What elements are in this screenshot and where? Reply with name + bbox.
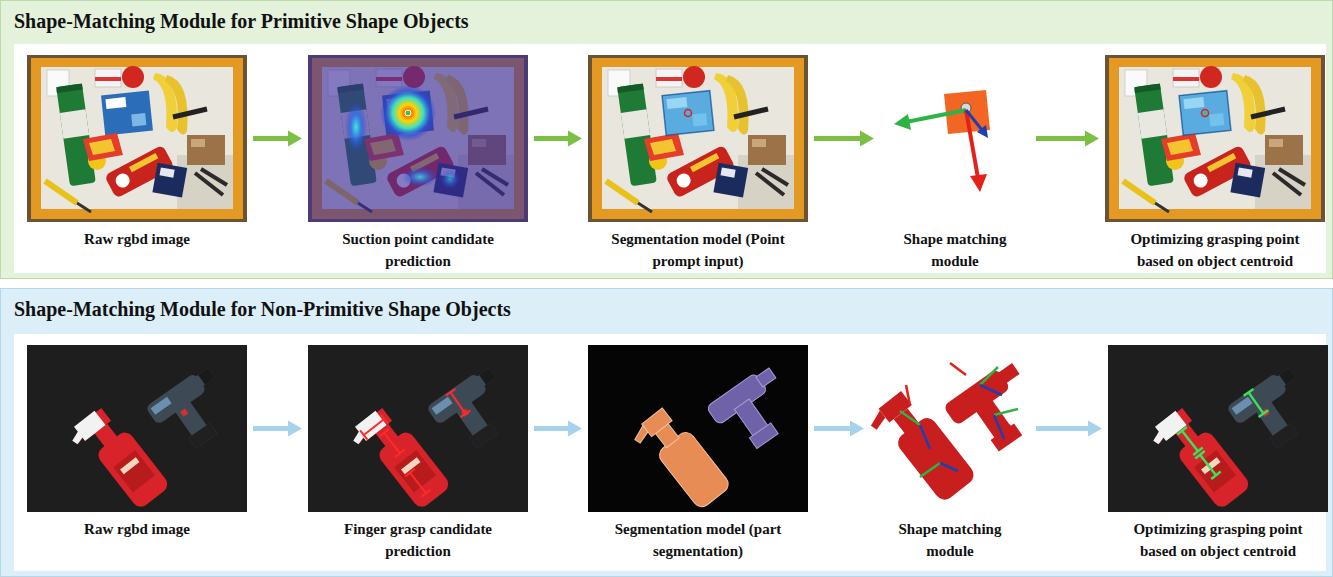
flow-arrow (534, 421, 582, 437)
stage-panel: Raw rgbd image (27, 345, 247, 540)
band-title: Shape-Matching Module for Primitive Shap… (14, 10, 1319, 33)
module-band: Shape-Matching Module for Primitive Shap… (0, 0, 1333, 279)
stage-panel: Raw rgbd image (27, 55, 247, 250)
flow-arrow (1036, 131, 1099, 147)
module-band: Shape-Matching Module for Non-Primitive … (0, 288, 1333, 577)
flow-arrow (1036, 421, 1102, 437)
band-title: Shape-Matching Module for Non-Primitive … (14, 298, 1319, 321)
stage-panel: Shape matching module (880, 55, 1030, 272)
flow-arrow (253, 421, 302, 437)
flow-arrow (534, 131, 582, 147)
stage-panel: Optimizing grasping point based on objec… (1108, 345, 1328, 562)
stage-panel: Segmentation model (Point prompt input) (588, 55, 808, 272)
stage-panel: Shape matching module (870, 345, 1030, 562)
stage-caption: Segmentation model (Point prompt input) (588, 228, 808, 272)
stage-caption: Optimizing grasping point based on objec… (1108, 518, 1328, 562)
stage-panel: Suction point candidate prediction (308, 55, 528, 272)
stage-caption: Finger grasp candidate prediction (308, 518, 528, 562)
stage-caption: Shape matching module (880, 228, 1030, 272)
stage-panel: Finger grasp candidate prediction (308, 345, 528, 562)
flow-arrow (253, 131, 302, 147)
stage-caption: Optimizing grasping point based on objec… (1105, 228, 1325, 272)
flow-arrow (814, 131, 874, 147)
stage-panel: Optimizing grasping point based on objec… (1105, 55, 1325, 272)
stage-caption: Shape matching module (870, 518, 1030, 562)
flow-arrow (814, 421, 864, 437)
stage-caption: Segmentation model (part segmentation) (588, 518, 808, 562)
stage-caption: Raw rgbd image (27, 228, 247, 250)
stage-caption: Suction point candidate prediction (308, 228, 528, 272)
stage-caption: Raw rgbd image (27, 518, 247, 540)
stage-panel: Segmentation model (part segmentation) (588, 345, 808, 562)
